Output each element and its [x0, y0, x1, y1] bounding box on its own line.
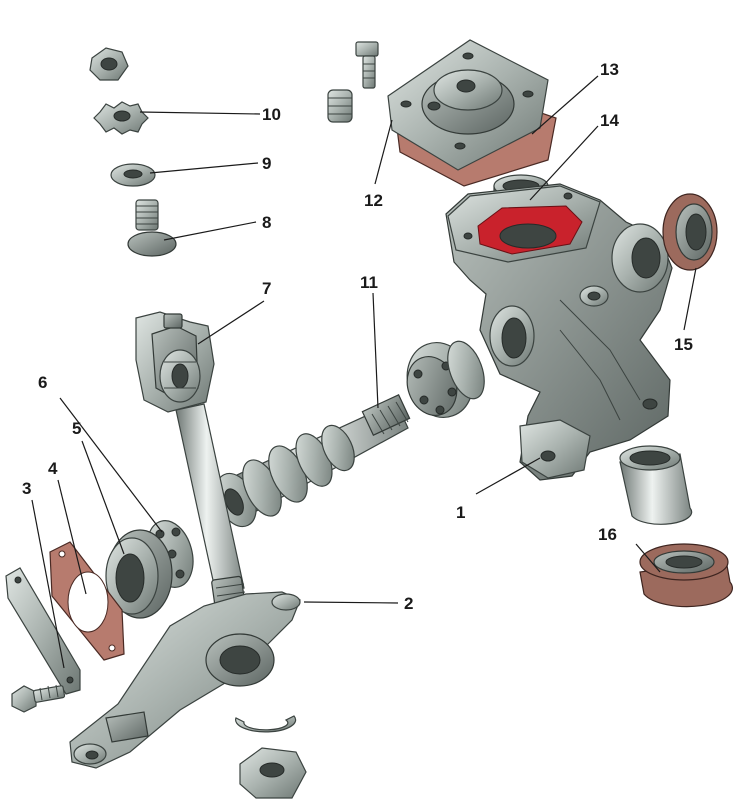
callout-4: 4: [48, 459, 58, 478]
washer-part-9: [110, 163, 156, 187]
callout-16: 16: [598, 525, 617, 544]
callout-labels: 1 2 3 4 5 6 7 8 9 10 11 12 13 14 15 16: [22, 60, 693, 613]
callout-12: 12: [364, 191, 383, 210]
bushing-lower: [619, 445, 693, 525]
callout-2: 2: [404, 594, 413, 613]
oil-seal-part-16: [639, 543, 734, 608]
callout-8: 8: [262, 213, 271, 232]
sector-shaft-part-7: [135, 311, 247, 621]
pitman-arm-part-2: [69, 591, 301, 769]
callout-1: 1: [456, 503, 465, 522]
cover-bolt-lower: [11, 684, 66, 713]
bolt-part-8: [127, 199, 177, 257]
callout-6: 6: [38, 373, 47, 392]
callout-10: 10: [262, 105, 281, 124]
callout-14: 14: [600, 111, 619, 130]
bearing-ring-part-5: [105, 529, 173, 619]
lock-washer-part-10: [93, 101, 149, 135]
leader-lines: [31, 75, 697, 669]
callout-5: 5: [72, 419, 81, 438]
gear-housing-part-1: [445, 183, 673, 481]
worm-bearing: [406, 340, 485, 418]
end-cover-part-3: [5, 567, 81, 695]
top-nut: [89, 47, 129, 81]
cover-bolt: [355, 41, 379, 89]
callout-11: 11: [360, 273, 378, 292]
callout-7: 7: [262, 279, 271, 298]
callout-15: 15: [674, 335, 693, 354]
oil-seal-part-15: [662, 193, 718, 271]
callout-13: 13: [600, 60, 619, 79]
bottom-nut: [239, 747, 307, 799]
callout-3: 3: [22, 479, 31, 498]
gasket-part-4: [49, 541, 125, 661]
callout-9: 9: [262, 154, 271, 173]
cover-plug: [327, 89, 353, 123]
split-lock-washer: [235, 715, 297, 733]
worm-shaft-part-11: [215, 393, 411, 528]
top-cover-part-12: [387, 39, 549, 171]
